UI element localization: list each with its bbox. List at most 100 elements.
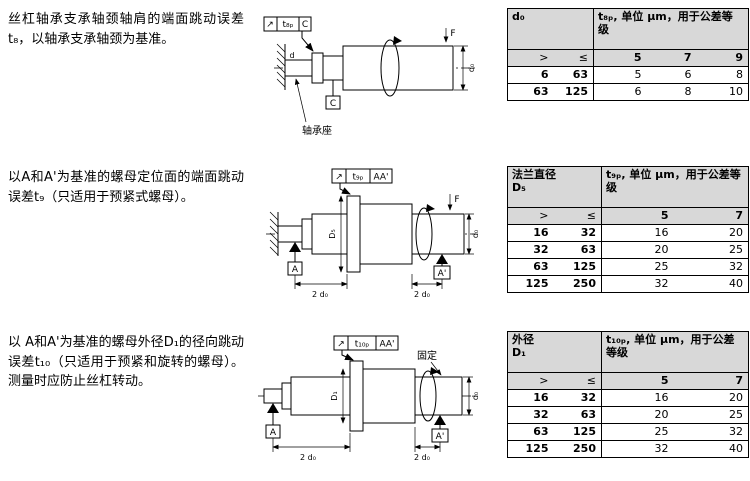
bearing-seat-label: 轴承座	[302, 124, 332, 137]
shoulder-collar	[301, 218, 313, 250]
runout-tolerance-frame: ↗ t₉ₚ AA'	[331, 168, 393, 195]
screw-dia-label: d₀	[471, 230, 480, 238]
diagram-bearing-journal-runout: d ↗ t₈ₚ C C 轴承座 F	[263, 16, 476, 137]
cell-value: 5	[593, 66, 647, 84]
cell-value: 25	[673, 406, 749, 424]
cell-value: 16	[601, 224, 674, 242]
cell-gt: 125	[507, 440, 554, 458]
rotation-arrow	[419, 367, 439, 422]
cell-gt: 63	[507, 423, 554, 441]
cell-gt: 63	[507, 83, 554, 101]
dim-2d0-right-label: 2 d₀	[414, 453, 430, 462]
ball-nut	[346, 195, 413, 273]
flange-dia-label: D₅	[328, 229, 337, 238]
tolerance-label: t₉ₚ	[353, 173, 364, 183]
frame-leader	[301, 31, 314, 52]
datum-a-label: A	[292, 265, 299, 275]
col-le: ≤	[553, 49, 594, 67]
dim-2d0-left: 2 d₀	[272, 433, 351, 462]
col-grade-7: 7	[646, 49, 697, 67]
col-le: ≤	[553, 372, 602, 390]
dim-2d0-right: 2 d₀	[414, 427, 441, 462]
table-row: 32 63 20 25	[507, 406, 749, 424]
nut-body	[359, 203, 413, 265]
dim-2d0-right: 2 d₀	[411, 274, 443, 299]
frame-datum-label: C	[302, 20, 308, 30]
datum-c: C	[325, 80, 341, 110]
bearing-journal	[284, 59, 313, 77]
bearing-journal	[263, 388, 283, 404]
frame-datum-label: AA'	[373, 173, 388, 183]
table-row-header: d₀	[507, 8, 594, 50]
cell-le: 63	[553, 66, 594, 84]
table-row: 16 32 16 20	[507, 224, 749, 242]
table-value-header: t₁₀ₚ, 单位 μm，用于公差等级	[601, 331, 749, 373]
journal-dia-label: d	[289, 51, 294, 60]
tolerance-label: t₁₀ₚ	[355, 340, 370, 350]
screw-shaft	[284, 45, 454, 91]
datum-a-prime: A'	[431, 415, 449, 443]
runout-symbol: ↗	[335, 173, 343, 183]
cell-le: 125	[553, 258, 602, 276]
table-t9p: 法兰直径 D₅ t₉ₚ, 单位 μm，用于公差等级 > ≤ 5 7 16 32 …	[507, 166, 749, 293]
screw-dia-dim: d₀	[463, 376, 480, 416]
col-grade-5: 5	[601, 207, 674, 225]
table-t8p: d₀ t₈ₚ, 单位 μm，用于公差等级 > ≤ 5 7 9 6 63 5 6 …	[507, 8, 750, 101]
cell-le: 32	[553, 389, 602, 407]
cell-value: 6	[646, 66, 697, 84]
cell-le: 250	[553, 275, 602, 293]
col-gt: >	[507, 372, 554, 390]
cell-le: 63	[553, 406, 602, 424]
frame-datum-label: AA'	[379, 340, 394, 350]
cell-gt: 125	[507, 275, 554, 293]
table-row: 32 63 20 25	[507, 241, 749, 259]
table-value-header: t₉ₚ, 单位 μm，用于公差等级	[601, 166, 749, 208]
table-value-header: t₈ₚ, 单位 μm，用于公差等级	[593, 8, 749, 50]
screw-dia-dim: d₀	[465, 213, 480, 255]
table-row: 63 125 6 8 10	[507, 83, 749, 101]
cell-le: 125	[553, 83, 594, 101]
cell-gt: 32	[507, 241, 554, 259]
fixed-label: 固定	[417, 349, 437, 362]
bearing-journal	[277, 225, 303, 243]
force-label: F	[454, 195, 459, 205]
nut-dia-dim: D₁	[330, 368, 346, 424]
section-2-description: 以A和A'为基准的螺母定位面的端面跳动误差t₉（只适用于预紧式螺母）。	[8, 170, 244, 205]
col-grade-5: 5	[601, 372, 674, 390]
table-row: 125 250 32 40	[507, 440, 749, 458]
cell-value: 25	[601, 423, 674, 441]
datum-a: A	[287, 242, 303, 276]
screw-dia-dim: d₀	[454, 45, 476, 91]
diagram-nut-face-runout: ↗ t₉ₚ AA' D₅ A A'	[266, 168, 480, 299]
cell-value: 20	[601, 406, 674, 424]
datum-a-label: A	[270, 428, 277, 438]
rotation-arrow	[380, 36, 402, 97]
bearing-seat-callout: 轴承座	[294, 78, 332, 137]
cell-le: 250	[553, 440, 602, 458]
cell-value: 8	[646, 83, 697, 101]
cell-gt: 16	[507, 389, 554, 407]
datum-box-label: C	[330, 99, 336, 109]
cell-value: 10	[696, 83, 749, 101]
cell-value: 25	[673, 241, 749, 259]
cell-value: 40	[673, 440, 749, 458]
table-row: 63 125 25 32	[507, 423, 749, 441]
tolerance-label: t₈ₚ	[283, 20, 294, 30]
cell-value: 16	[601, 389, 674, 407]
frame-leader	[341, 350, 354, 361]
runout-symbol: ↗	[337, 340, 345, 350]
screw-dia-label: d₀	[467, 64, 476, 72]
col-grade-9: 9	[696, 49, 749, 67]
cell-value: 6	[593, 83, 647, 101]
datum-a: A	[265, 403, 281, 439]
cell-le: 125	[553, 423, 602, 441]
cell-gt: 6	[507, 66, 554, 84]
datum-a-prime-label: A'	[436, 432, 445, 442]
table-row: 63 125 25 32	[507, 258, 749, 276]
fixed-callout: 固定	[417, 349, 442, 376]
col-le: ≤	[553, 207, 602, 225]
cell-value: 20	[673, 389, 749, 407]
datum-a-prime-label: A'	[438, 269, 447, 279]
cell-value: 32	[673, 258, 749, 276]
table-row-header: 法兰直径 D₅	[507, 166, 602, 208]
